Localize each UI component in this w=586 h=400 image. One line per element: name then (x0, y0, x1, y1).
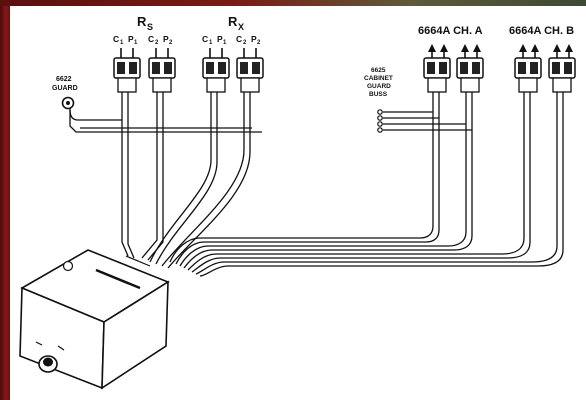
pin-c2-rx-sub: 2 (243, 40, 247, 46)
connector-ch-b-2 (548, 44, 576, 93)
label-channel-b: 6664A CH. B (509, 25, 574, 37)
cable-bundle-right (169, 92, 564, 277)
label-cabinet-buss: 6625 CABINET GUARD BUSS (364, 67, 393, 98)
pin-p2-rx-sub: 2 (257, 40, 261, 46)
connector-rs-1 (113, 48, 141, 93)
pin-p1-rs: P (128, 34, 134, 44)
pin-c1-rx: C (202, 34, 208, 44)
connector-ch-b-1 (514, 44, 542, 93)
pin-p1-rs-sub: 1 (134, 40, 138, 46)
pin-c1-rs: C (113, 34, 119, 44)
pin-p2-rs: P (163, 34, 169, 44)
pin-p1-rx: P (217, 34, 223, 44)
label-rs-sub: S (147, 22, 153, 32)
selector-knob (38, 355, 58, 373)
pin-labels-rx: C 1 P 1 C 2 P 2 (202, 34, 261, 46)
connector-rx-2 (236, 48, 264, 93)
guard-6622-number: 6622 (56, 76, 72, 83)
label-rs-main: R (137, 14, 147, 29)
label-6622-guard: 6622 GUARD (52, 76, 78, 92)
pin-labels-rs: C 1 P 1 C 2 P 2 (113, 34, 173, 46)
connector-rx-1 (202, 48, 230, 93)
connector-ch-a-1 (423, 44, 451, 93)
cabinet-number: 6625 (371, 67, 386, 74)
label-rx-main: R (228, 14, 238, 29)
pin-p2-rx: P (251, 34, 257, 44)
box-logo-icon (62, 260, 74, 272)
cabinet-line-4: BUSS (369, 91, 388, 98)
pin-p1-rx-sub: 1 (223, 40, 227, 46)
cabinet-line-2: CABINET (364, 75, 393, 82)
switch-box (19, 249, 170, 390)
pin-c2-rs: C (148, 34, 154, 44)
cabinet-line-3: GUARD (367, 83, 391, 90)
left-border (0, 0, 10, 400)
connector-ch-a-2 (456, 44, 484, 93)
connector-rs-2 (148, 48, 176, 93)
label-rx: R X (228, 14, 244, 32)
pin-c2-rx: C (236, 34, 242, 44)
guard-6622-terminal (61, 96, 75, 110)
guard-6622-text: GUARD (52, 85, 78, 92)
pin-c2-rs-sub: 2 (155, 40, 159, 46)
pin-p2-rs-sub: 2 (169, 40, 173, 46)
label-rs: R S (137, 14, 153, 32)
pin-c1-rs-sub: 1 (120, 40, 124, 46)
pin-c1-rx-sub: 1 (209, 40, 213, 46)
top-border (0, 0, 586, 6)
cabinet-buss-terminals (377, 109, 383, 133)
label-channel-a: 6664A CH. A (418, 25, 483, 37)
label-rx-sub: X (238, 22, 244, 32)
cable-bundle-left (69, 92, 262, 269)
